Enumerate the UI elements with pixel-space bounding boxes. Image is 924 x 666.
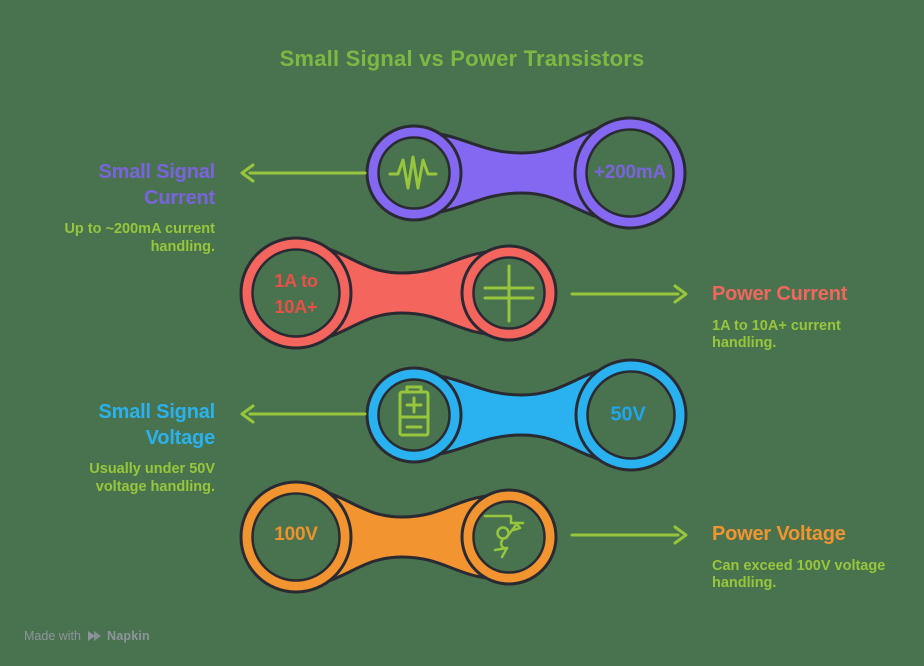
orange-right-circle-inner-outline — [472, 500, 546, 574]
electric-shock-icon — [483, 514, 525, 559]
purple-right-circle-ring — [576, 119, 684, 227]
small-signal-voltage-value: 50V — [610, 403, 646, 426]
dumbbell-power-current — [239, 236, 558, 350]
dumbbell-power-voltage — [239, 480, 558, 594]
power-voltage-value: 100V — [274, 524, 318, 545]
blue-right-circle-fill — [587, 371, 675, 459]
made-with-napkin-footer: Made with Napkin — [24, 629, 150, 643]
red-right-circle-ring — [463, 247, 555, 339]
orange-right-circle-ring — [463, 491, 555, 583]
red-left-circle-fill — [252, 249, 340, 337]
red-left-circle-outline — [239, 236, 353, 350]
small-signal-current-label-block: Small Signal Current Up to ~200mA curren… — [55, 160, 215, 257]
red-band — [296, 243, 509, 343]
napkin-logo-icon — [87, 631, 101, 641]
orange-left-circle-outline — [239, 480, 353, 594]
arrow-small-signal-voltage — [240, 404, 367, 424]
blue-left-circle-ring — [368, 369, 460, 461]
page-title: Small Signal vs Power Transistors — [279, 46, 645, 71]
orange-right-circle-outline — [460, 488, 558, 586]
purple-left-circle-ring — [368, 127, 460, 219]
red-right-circle-inner-outline — [472, 256, 546, 330]
blue-right-circle-inner-outline — [586, 370, 676, 460]
orange-left-circle-fill — [252, 493, 340, 581]
arrow-power-voltage — [570, 525, 688, 545]
napkin-brand-text: Napkin — [106, 629, 150, 643]
capacitor-icon — [483, 264, 535, 323]
red-left-circle-inner-outline — [251, 248, 341, 338]
purple-right-circle-fill — [586, 129, 674, 217]
blue-left-circle-fill — [378, 379, 450, 451]
signal-burst-icon — [388, 155, 438, 190]
small-signal-current-value: +200mA — [593, 162, 667, 183]
red-left-circle-ring — [242, 239, 350, 347]
small-signal-current-description: Up to ~200mA current handling. — [64, 221, 215, 255]
power-current-description: 1A to 10A+ current handling. — [712, 317, 841, 352]
arrow-power-current — [570, 284, 688, 304]
dumbbell-small-signal-voltage — [365, 358, 688, 472]
power-voltage-description: Can exceed 100V voltage handling. — [712, 557, 886, 592]
power-voltage-label-block: Power Voltage Can exceed 100V voltage ha… — [712, 522, 887, 593]
made-with-text: Made with — [24, 629, 81, 643]
orange-left-circle-ring — [242, 483, 350, 591]
purple-left-circle-fill — [378, 137, 450, 209]
blue-right-circle-ring — [577, 361, 685, 469]
purple-right-circle-inner-outline — [585, 128, 675, 218]
small-signal-voltage-label-block: Small Signal Voltage Usually under 50V v… — [55, 400, 215, 497]
orange-band — [296, 487, 509, 587]
power-current-label-block: Power Current 1A to 10A+ current handlin… — [712, 282, 887, 353]
blue-right-circle-outline — [574, 358, 688, 472]
dumbbell-small-signal-current — [365, 116, 687, 230]
red-right-circle-outline — [460, 244, 558, 342]
arrow-small-signal-current — [240, 163, 367, 183]
purple-left-circle-inner-outline — [377, 136, 451, 210]
power-current-value: 1A to 10A+ — [274, 270, 318, 317]
small-signal-voltage-label: Small Signal Voltage — [98, 401, 215, 449]
orange-right-circle-fill — [473, 501, 545, 573]
blue-left-circle-outline — [365, 366, 463, 464]
purple-right-circle-outline — [573, 116, 687, 230]
orange-left-circle-inner-outline — [251, 492, 341, 582]
purple-left-circle-outline — [365, 124, 463, 222]
battery-icon — [398, 385, 430, 437]
blue-band — [414, 365, 631, 465]
power-current-label: Power Current — [712, 283, 848, 305]
power-voltage-label: Power Voltage — [712, 523, 846, 545]
small-signal-voltage-description: Usually under 50V voltage handling. — [89, 461, 215, 495]
small-signal-current-label: Small Signal Current — [98, 161, 215, 209]
blue-left-circle-inner-outline — [377, 378, 451, 452]
purple-band — [414, 123, 630, 223]
